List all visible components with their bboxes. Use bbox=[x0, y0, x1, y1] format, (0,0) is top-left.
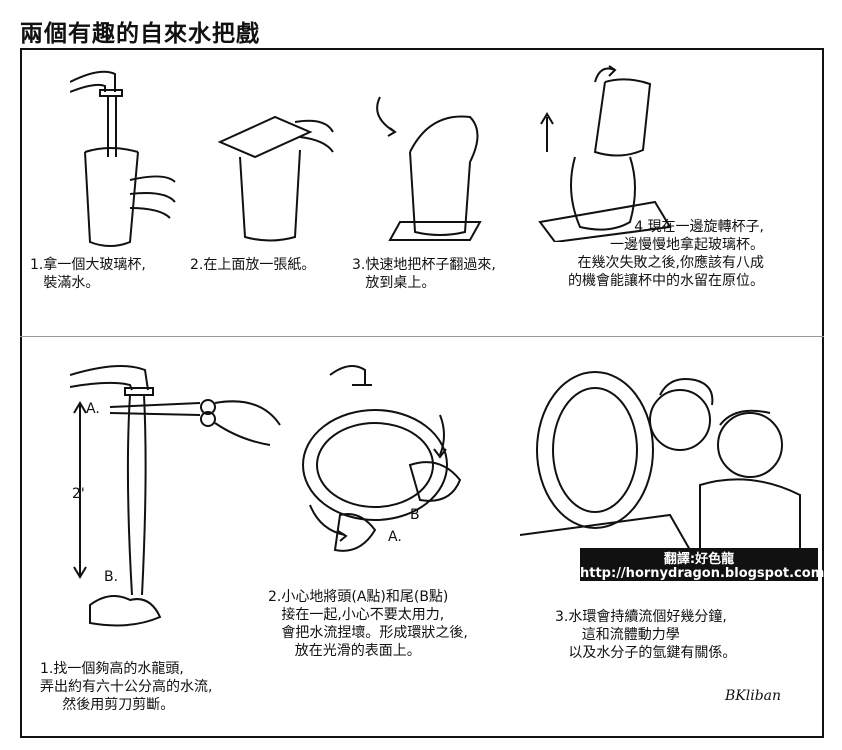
label-ring-b: B bbox=[410, 507, 420, 523]
flip-glass-illustration bbox=[376, 96, 482, 241]
step-caption-1: 1.拿一個大玻璃杯, 裝滿水。 bbox=[30, 257, 146, 291]
label-height: 2' bbox=[72, 486, 85, 502]
artist-signature: BKliban bbox=[725, 688, 782, 704]
label-point-b: B. bbox=[104, 569, 119, 585]
water-ring-hands-illustration bbox=[302, 365, 462, 552]
water-ring-spectators-illustration bbox=[520, 371, 801, 551]
step-caption-2: 2.在上面放一張紙。 bbox=[190, 257, 316, 273]
step-caption-b3: 3.水環會持續流個好幾分鐘, 這和流體動力學 以及水分子的氫鍵有關係。 bbox=[555, 609, 737, 661]
blog-url-link[interactable]: http://hornydragon.blogspot.com bbox=[580, 566, 825, 581]
label-ring-a: A. bbox=[388, 529, 402, 545]
translator-credit: 翻譯:好色龍 bbox=[580, 548, 818, 567]
lift-glass-illustration bbox=[538, 65, 672, 242]
panel-divider bbox=[20, 336, 824, 337]
paper-glass-illustration bbox=[217, 115, 334, 242]
step-caption-3: 3.快速地把杯子翻過來, 放到桌上。 bbox=[352, 257, 496, 291]
faucet-stream-illustration bbox=[70, 365, 281, 627]
page-title: 兩個有趣的自來水把戲 bbox=[20, 21, 260, 47]
faucet-glass-illustration bbox=[70, 70, 176, 247]
step-caption-b2: 2.小心地將頭(A點)和尾(B點) 接在一起,小心不要太用力, 會把水流捏壞。形… bbox=[268, 589, 468, 659]
step-caption-4: 4.現在一邊旋轉杯子, 一邊慢慢地拿起玻璃杯。 在幾次失敗之後,你應該有八成 的… bbox=[568, 219, 764, 289]
label-point-a: A. bbox=[86, 401, 100, 417]
step-caption-b1: 1.找一個夠高的水龍頭, 弄出約有六十公分高的水流, 然後用剪刀剪斷。 bbox=[40, 661, 213, 713]
comic-frame bbox=[20, 48, 824, 738]
